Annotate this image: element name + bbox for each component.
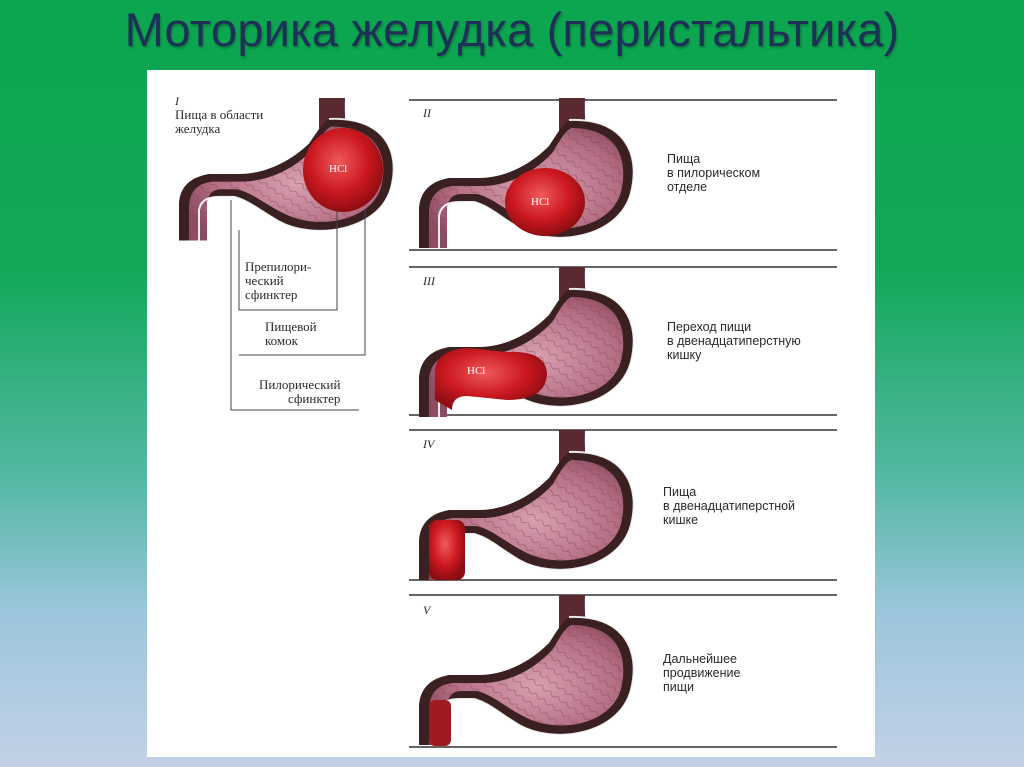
stage-label-line: Пища в области: [175, 107, 264, 122]
diagram-panel: HCl HCl HCl I Пища в области желудка Пре…: [147, 70, 875, 757]
stage-1-illustration: [178, 97, 395, 411]
callout-line: комок: [265, 333, 298, 348]
callout-food-bolus: Пищевой комок: [265, 320, 317, 348]
stage-5-description: Дальнейшее продвижение пищи: [663, 652, 740, 694]
description-line: Дальнейшее: [663, 652, 737, 666]
stage-4-numeral: IV: [423, 437, 435, 451]
description-line: продвижение: [663, 666, 741, 680]
hcl-label: HCl: [329, 163, 348, 175]
description-line: пищи: [663, 680, 695, 694]
description-line: отделе: [667, 180, 708, 194]
description-line: в двенадцатиперстную: [667, 334, 801, 348]
callout-line: сфинктер: [288, 391, 341, 406]
stage-1-text: I Пища в области желудка: [175, 94, 263, 136]
callout-pyloric-sphincter: Пилорический сфинктер: [259, 378, 340, 406]
stage-label-line: желудка: [175, 121, 221, 136]
callout-line: сфинктер: [245, 287, 298, 302]
callout-line: Препилори-: [245, 259, 312, 274]
description-line: кишку: [667, 348, 702, 362]
food-bolus: [429, 520, 465, 580]
stage-2-description: Пища в пилорическом отделе: [667, 152, 760, 194]
food-bolus: [435, 348, 547, 410]
hcl-label: HCl: [467, 365, 486, 377]
stomach-diagram: [178, 97, 837, 748]
slide-title: Моторика желудка (перистальтика): [124, 3, 900, 56]
callout-line: Пилорический: [259, 377, 341, 392]
description-line: Пища: [663, 485, 697, 499]
stage-3-numeral: III: [423, 274, 435, 288]
callout-line: ческий: [245, 273, 284, 288]
food-bolus: [303, 128, 383, 212]
description-line: Переход пищи: [667, 320, 752, 334]
stage-4-illustration: [409, 429, 837, 581]
hcl-label: HCl: [531, 196, 550, 208]
stage-numeral: I: [175, 94, 179, 108]
stage-5-numeral: V: [423, 603, 431, 617]
food-bolus: [505, 168, 585, 236]
stage-2-illustration: [409, 97, 837, 251]
stage-3-illustration: [409, 266, 837, 418]
stage-3-description: Переход пищи в двенадцатиперстную кишку: [667, 320, 801, 362]
stage-4-description: Пища в двенадцатиперстной кишке: [663, 485, 795, 527]
stage-5-illustration: [409, 594, 837, 748]
food-bolus: [429, 700, 451, 746]
description-line: кишке: [663, 513, 699, 527]
description-line: Пища: [667, 152, 701, 166]
callout-prepyloric-sphincter: Препилори- ческий сфинктер: [245, 260, 311, 302]
callout-line: Пищевой: [265, 319, 317, 334]
description-line: в двенадцатиперстной: [663, 499, 796, 513]
description-line: в пилорическом: [667, 166, 761, 180]
stage-2-numeral: II: [423, 106, 431, 120]
